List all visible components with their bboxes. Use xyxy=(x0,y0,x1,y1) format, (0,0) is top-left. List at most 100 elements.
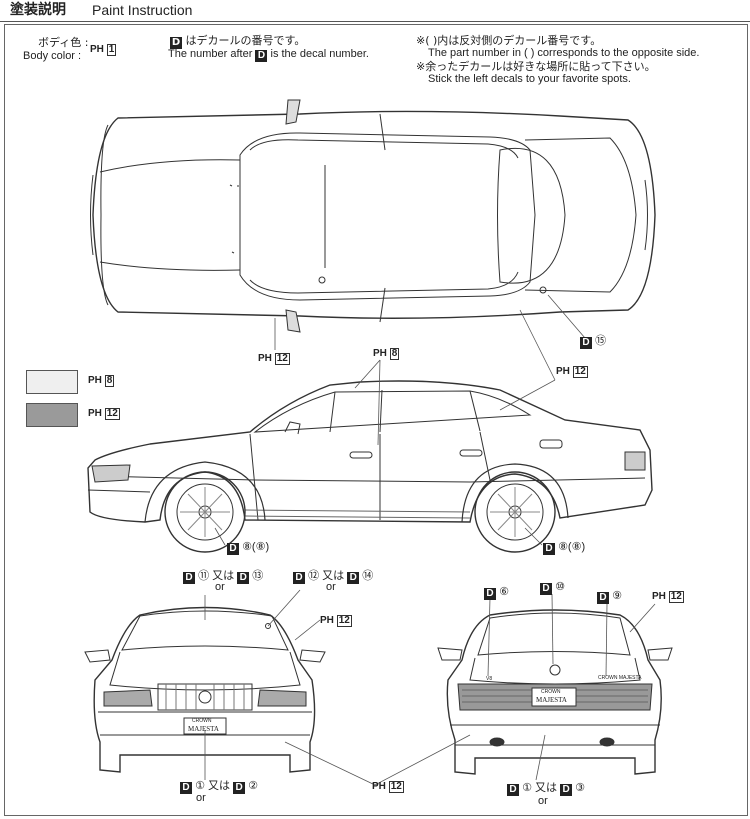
title-en: Paint Instruction xyxy=(92,2,193,18)
callout-rear-d10-letter: D xyxy=(540,583,552,595)
note-2-jp: ※余ったデカールは好きな場所に貼って下さい。 xyxy=(416,60,656,73)
legend-ph12-number: 12 xyxy=(104,408,120,420)
body-color-label-jp: ボディ色 : xyxy=(38,36,89,49)
callout-rear-d10-text: ⑩ xyxy=(555,581,565,593)
front-view-car xyxy=(84,606,326,773)
callout-rear-d1-or-jp: 又は xyxy=(535,781,557,794)
callout-top-d15-letter: D xyxy=(580,337,592,349)
callout-rear-ph12-code: PH xyxy=(652,591,666,602)
callout-front-d12-letter-2: D xyxy=(347,572,360,584)
callout-front-d11-or: or xyxy=(215,581,225,593)
body-color-ph: PH xyxy=(90,44,104,55)
callout-rear-ph12-number: 12 xyxy=(668,591,684,603)
header-rule xyxy=(0,21,750,22)
callout-rear-ph12: PH 12 xyxy=(652,591,684,603)
callout-rear-d6: D ⑥ xyxy=(484,586,509,600)
callout-side-ph8-code: PH xyxy=(373,348,387,359)
callout-front-d11-letter: D xyxy=(183,572,195,584)
callout-rear-d1: D ① 又は D ③ xyxy=(507,782,585,796)
legend-ph8-label: PH 8 xyxy=(88,375,115,387)
legend-ph12-code: PH xyxy=(88,408,102,419)
callout-rear-d9-text: ⑨ xyxy=(612,590,622,602)
callout-front-d12-a: ⑫ xyxy=(308,570,320,582)
callout-rear-d1-letter: D xyxy=(507,784,519,796)
callout-front-ph12-code: PH xyxy=(320,615,334,626)
callout-side-d8-rear-text: ⑧(⑧) xyxy=(558,541,586,553)
legend-ph8-code: PH xyxy=(88,375,102,386)
callout-front-d1: D ① 又は D ② xyxy=(180,780,258,794)
callout-side-ph8-number: 8 xyxy=(389,348,400,360)
callout-rear-d9: D ⑨ xyxy=(597,590,622,604)
decal-letter-box-en: D xyxy=(255,50,268,62)
decal-note-en-pre: The number after xyxy=(168,48,253,60)
front-plate-big: MAJESTA xyxy=(188,725,219,733)
callout-front-d11-letter-2: D xyxy=(237,572,250,584)
swatch-ph8 xyxy=(26,370,78,394)
decal-note-en: The number after D is the decal number. xyxy=(168,48,369,62)
front-plate-small: CROWN xyxy=(192,718,212,724)
callout-top-ph12-code: PH xyxy=(258,353,272,364)
callout-front-ph12: PH 12 xyxy=(320,615,352,627)
callout-leaders xyxy=(204,294,656,786)
callout-rear-d1-b: ③ xyxy=(575,782,585,794)
callout-side-d8-rear: D ⑧(⑧) xyxy=(543,541,585,555)
callout-rear-d10: D ⑩ xyxy=(540,581,565,595)
callout-front-d1-or: or xyxy=(196,792,206,804)
callout-front-d1-or-jp: 又は xyxy=(208,779,230,792)
callout-side-ph12-code: PH xyxy=(556,366,570,377)
callout-side-d8-front-letter: D xyxy=(227,543,239,555)
callout-bottom-ph12: PH 12 xyxy=(372,781,404,793)
callout-front-d11: D ⑪ 又は D ⑬ xyxy=(183,570,263,584)
callout-bottom-ph12-code: PH xyxy=(372,781,386,792)
callout-front-d11-a: ⑪ xyxy=(198,570,210,582)
note-1-jp: ※( )内は反対側のデカール番号です。 xyxy=(416,34,602,47)
callout-top-ph12: PH 12 xyxy=(258,353,290,365)
callout-side-ph12-number: 12 xyxy=(572,366,588,378)
body-color-number: 1 xyxy=(106,44,117,56)
callout-rear-d6-text: ⑥ xyxy=(499,586,509,598)
callout-front-d12-or: or xyxy=(326,581,336,593)
callout-top-d15-number: ⑮ xyxy=(595,335,607,347)
callout-front-d11-or-jp: 又は xyxy=(212,569,235,582)
body-color-label-en: Body color : xyxy=(23,50,82,62)
callout-rear-d1-a: ① xyxy=(522,782,532,794)
body-color-code: PH 1 xyxy=(90,43,117,56)
callout-rear-d6-letter: D xyxy=(484,588,496,600)
callout-front-ph12-number: 12 xyxy=(336,615,352,627)
callout-top-ph12-number: 12 xyxy=(274,353,290,365)
callout-top-d15: D ⑮ xyxy=(580,335,606,349)
swatch-ph12 xyxy=(26,403,78,427)
legend-ph8-number: 8 xyxy=(104,375,115,387)
callout-side-d8-rear-letter: D xyxy=(543,543,555,555)
callout-front-d1-b: ② xyxy=(248,780,258,792)
callout-front-d1-letter-2: D xyxy=(233,782,246,794)
callout-side-ph8: PH 8 xyxy=(373,348,400,360)
decal-letter-box: D xyxy=(170,37,182,49)
decal-note-jp-text: はデカールの番号です。 xyxy=(185,34,306,47)
callout-side-d8-front: D ⑧(⑧) xyxy=(227,541,269,555)
callout-rear-d9-letter: D xyxy=(597,592,609,604)
rear-plate-big: MAJESTA xyxy=(536,696,567,704)
side-view-car xyxy=(87,380,653,553)
callout-front-d1-letter: D xyxy=(180,782,192,794)
callout-front-d12-b: ⑭ xyxy=(362,570,374,582)
callout-front-d12-letter: D xyxy=(293,572,305,584)
rear-view-car xyxy=(437,609,673,775)
top-view-car xyxy=(90,99,656,333)
legend-ph12-label: PH 12 xyxy=(88,408,120,420)
callout-rear-d1-or: or xyxy=(538,795,548,807)
callout-front-d11-b: ⑬ xyxy=(252,570,264,582)
callout-front-d12-or-jp: 又は xyxy=(322,569,345,582)
callout-rear-d1-letter-2: D xyxy=(560,784,573,796)
callout-front-d1-a: ① xyxy=(195,780,205,792)
callout-side-ph12: PH 12 xyxy=(556,366,588,378)
decal-note-jp: D はデカールの番号です。 xyxy=(170,34,305,49)
rear-plate-small: CROWN xyxy=(541,689,561,695)
title-jp: 塗装説明 xyxy=(10,2,66,18)
rear-badge: CROWN MAJESTA xyxy=(598,675,642,681)
callout-bottom-ph12-number: 12 xyxy=(388,781,404,793)
callout-side-d8-front-text: ⑧(⑧) xyxy=(242,541,270,553)
page-frame xyxy=(4,24,748,816)
